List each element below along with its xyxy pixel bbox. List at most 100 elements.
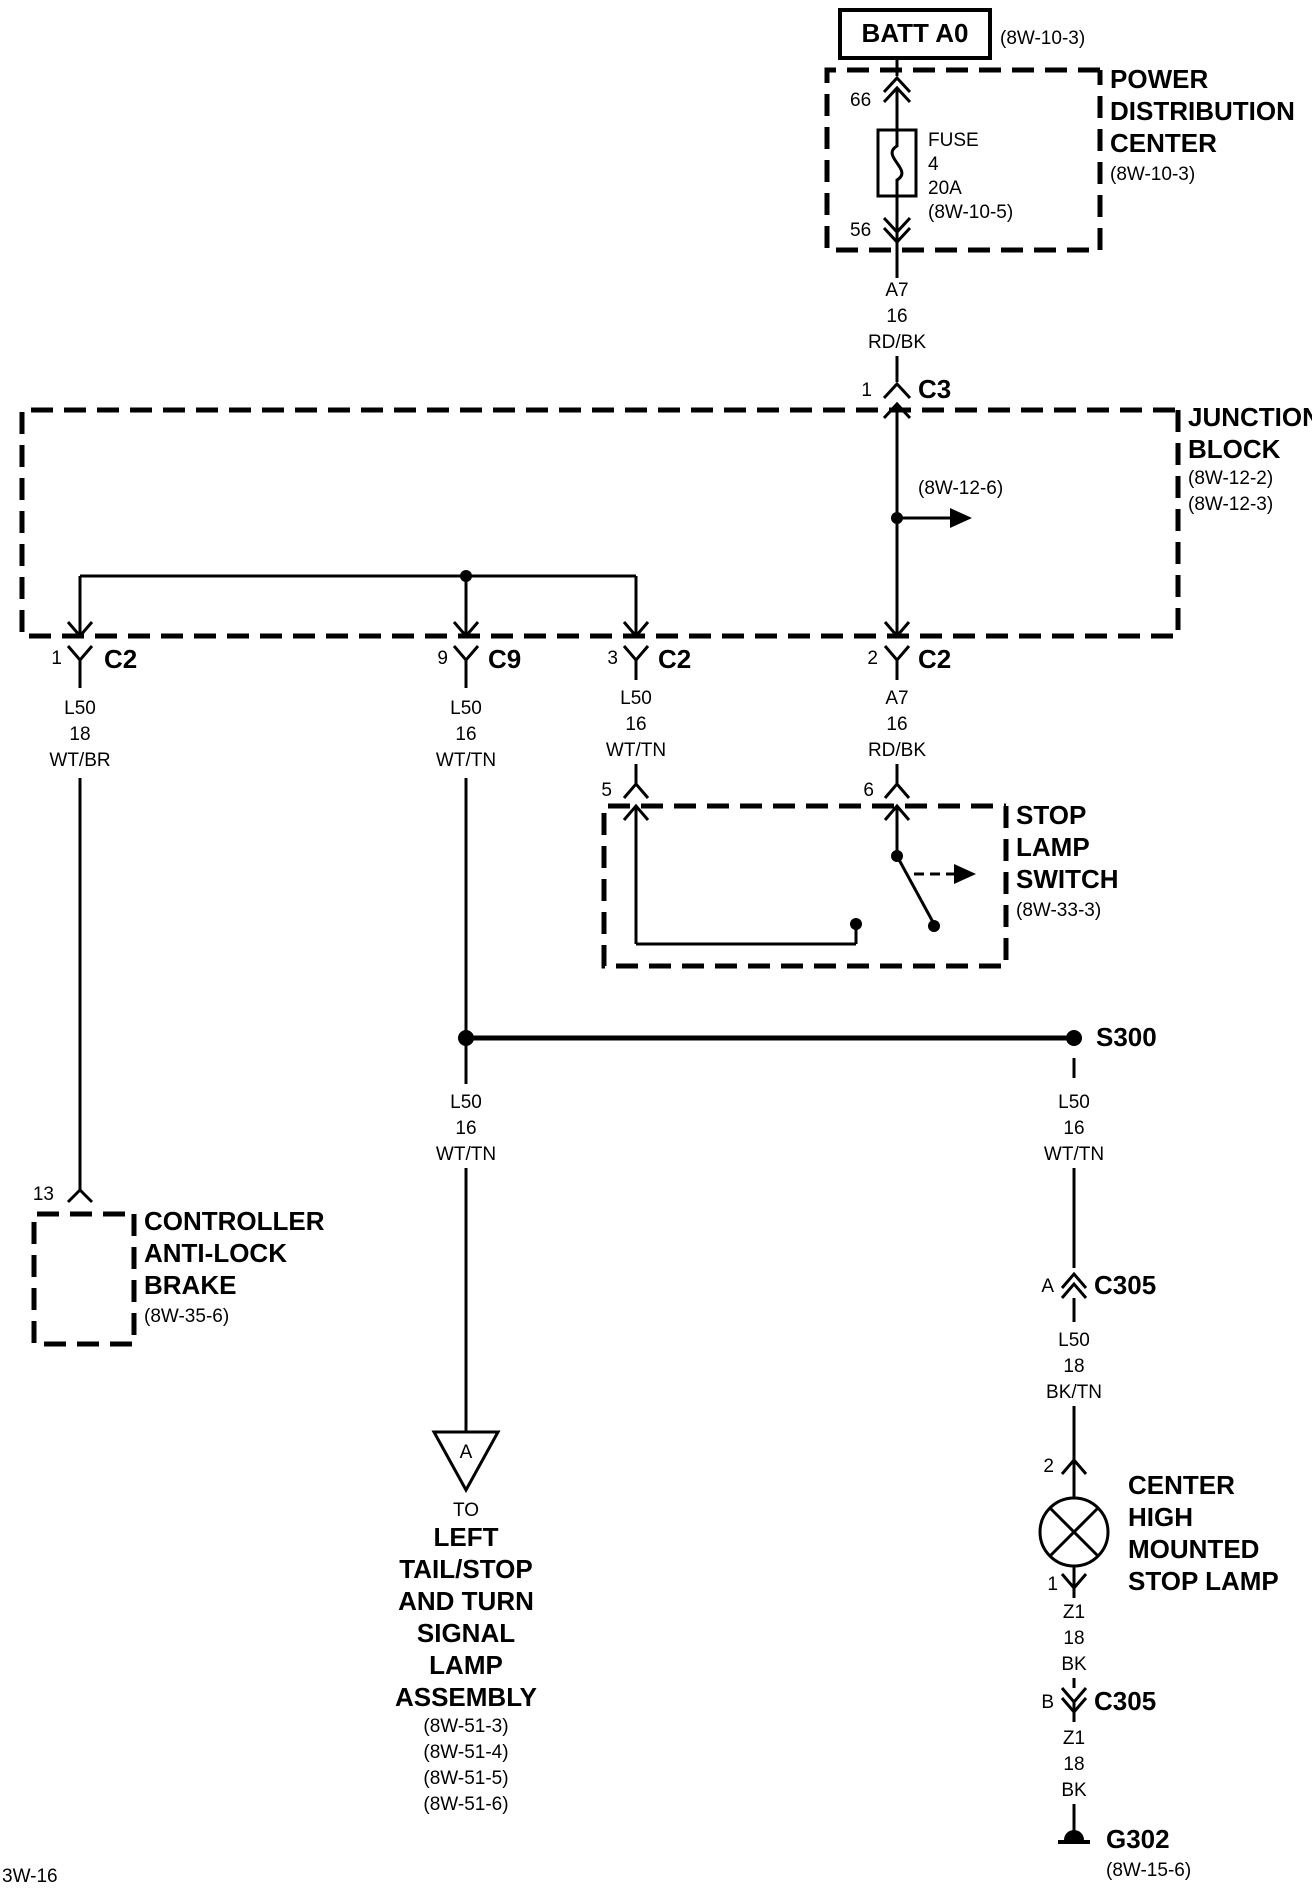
wire-l50-right-color: WT/TN — [1044, 1144, 1104, 1165]
offpage-ref-2: (8W-51-4) — [423, 1742, 508, 1763]
offpage-letter: A — [460, 1442, 473, 1463]
c2-1-pin: 1 — [51, 648, 62, 669]
wire-z1-a-color: BK — [1061, 1654, 1087, 1675]
wire-l50-bktn-color: BK/TN — [1046, 1382, 1102, 1403]
offpage-line3: AND TURN — [398, 1586, 534, 1616]
abs-ref: (8W-35-6) — [144, 1306, 229, 1327]
wire-z1-b-circuit: Z1 — [1063, 1728, 1085, 1749]
chmsl-line1: CENTER — [1128, 1470, 1235, 1500]
pdc-line2: DISTRIBUTION — [1110, 96, 1295, 126]
c2-3-name: C2 — [658, 644, 691, 674]
offpage-line5: LAMP — [429, 1650, 503, 1680]
fuse-line2: 4 — [928, 154, 939, 175]
wire-l50-c9-circuit: L50 — [450, 698, 482, 719]
wire-a7-top-color: RD/BK — [868, 332, 926, 353]
wire-a7-top-circuit: A7 — [885, 280, 908, 301]
c9-9-pin: 9 — [437, 648, 448, 669]
wire-a7-sw-color: RD/BK — [868, 740, 926, 761]
abs-pin: 13 — [33, 1184, 54, 1205]
c3-pin: 1 — [861, 380, 872, 401]
offpage-to: TO — [453, 1500, 479, 1521]
c3-name: C3 — [918, 374, 951, 404]
connector-c2-pin1: 1 C2 — [51, 644, 137, 688]
wire-a7-top-gauge: 16 — [886, 306, 907, 327]
pdc-pin-top: 66 — [850, 90, 871, 111]
connector-66 — [882, 75, 912, 104]
wire-l50-c9-color: WT/TN — [436, 750, 496, 771]
junction-ref1: (8W-12-2) — [1188, 468, 1273, 489]
ground-icon — [1058, 1830, 1090, 1844]
connector-pin6 — [883, 781, 911, 799]
splice-dot-right — [1066, 1030, 1082, 1046]
battery-ref: (8W-10-3) — [1000, 28, 1085, 49]
fuse-line3: 20A — [928, 178, 962, 199]
switch-line3: SWITCH — [1016, 864, 1119, 894]
wire-l50-right-circuit: L50 — [1058, 1092, 1090, 1113]
ground-ref: (8W-15-6) — [1106, 1860, 1191, 1881]
junction-ref2: (8W-12-3) — [1188, 494, 1273, 515]
connector-c2-pin3: 3 C2 — [607, 644, 691, 680]
wire-l50-br-color: WT/BR — [49, 750, 110, 771]
chmsl-line3: MOUNTED — [1128, 1534, 1259, 1564]
page-number: 3W-16 — [2, 1866, 58, 1887]
abs-line3: BRAKE — [144, 1270, 236, 1300]
fuse-line1: FUSE — [928, 130, 979, 151]
branch-arrow-icon — [950, 508, 972, 528]
c305b-name: C305 — [1094, 1686, 1156, 1716]
offpage-ref-4: (8W-51-6) — [423, 1794, 508, 1815]
pdc-pin-bottom: 56 — [850, 220, 871, 241]
switch-pin-left: 5 — [601, 780, 612, 801]
lamp-icon — [1038, 1496, 1110, 1568]
wire-z1-a-gauge: 18 — [1063, 1628, 1084, 1649]
c2-2-pin: 2 — [867, 648, 878, 669]
wire-z1-a-circuit: Z1 — [1063, 1602, 1085, 1623]
offpage-line4: SIGNAL — [417, 1618, 515, 1648]
switch-pin-right: 6 — [863, 780, 874, 801]
c305a-pin: A — [1041, 1276, 1054, 1297]
wire-z1-b-color: BK — [1061, 1780, 1087, 1801]
wire-l50-br-gauge: 18 — [69, 724, 90, 745]
offpage-line2: TAIL/STOP — [399, 1554, 532, 1584]
splice-name: S300 — [1096, 1022, 1157, 1052]
wire-l50-left-gauge: 16 — [455, 1118, 476, 1139]
wire-l50-br-circuit: L50 — [64, 698, 96, 719]
power-distribution-center: POWER DISTRIBUTION CENTER (8W-10-3) 66 5… — [824, 64, 1295, 253]
connector-pin13 — [66, 1187, 94, 1204]
actuator-arrow-icon — [954, 864, 976, 884]
wire-l50-right-gauge: 16 — [1063, 1118, 1084, 1139]
chmsl-pin-top: 2 — [1043, 1456, 1054, 1477]
chmsl-line2: HIGH — [1128, 1502, 1193, 1532]
c9-9-name: C9 — [488, 644, 521, 674]
wire-l50-bktn-gauge: 18 — [1063, 1356, 1084, 1377]
battery-label: BATT A0 — [862, 18, 969, 48]
chmsl-line4: STOP LAMP — [1128, 1566, 1279, 1596]
fuse-icon — [876, 128, 918, 198]
abs-controller: CONTROLLER ANTI-LOCK BRAKE (8W-35-6) — [31, 1206, 325, 1347]
pdc-line3: CENTER — [1110, 128, 1217, 158]
switch-line2: LAMP — [1016, 832, 1090, 862]
wire-a7-sw-gauge: 16 — [886, 714, 907, 735]
c2-3-pin: 3 — [607, 648, 618, 669]
wire-l50-left-circuit: L50 — [450, 1092, 482, 1113]
switch-line1: STOP — [1016, 800, 1086, 830]
battery-box: BATT A0 (8W-10-3) — [838, 8, 1085, 60]
pdc-line1: POWER — [1110, 64, 1208, 94]
wire-l50-sw-gauge: 16 — [625, 714, 646, 735]
connector-c3 — [882, 381, 912, 400]
switch-blade — [895, 855, 936, 925]
junction-branch-ref: (8W-12-6) — [918, 478, 1003, 499]
wire-l50-sw-circuit: L50 — [620, 688, 652, 709]
connector-pin5 — [622, 781, 650, 799]
offpage-ref-1: (8W-51-3) — [423, 1716, 508, 1737]
c305b-pin: B — [1041, 1692, 1054, 1713]
offpage-ref-3: (8W-51-5) — [423, 1768, 508, 1789]
junction-line1: JUNCTION — [1188, 402, 1312, 432]
offpage-line1: LEFT — [434, 1522, 499, 1552]
offpage-line6: ASSEMBLY — [395, 1682, 537, 1712]
wire-l50-sw-color: WT/TN — [606, 740, 666, 761]
wire-z1-b-gauge: 18 — [1063, 1754, 1084, 1775]
connector-c2-pin2: 2 C2 — [867, 644, 951, 680]
wire-l50-bktn-circuit: L50 — [1058, 1330, 1090, 1351]
fuse-ref: (8W-10-5) — [928, 202, 1013, 223]
